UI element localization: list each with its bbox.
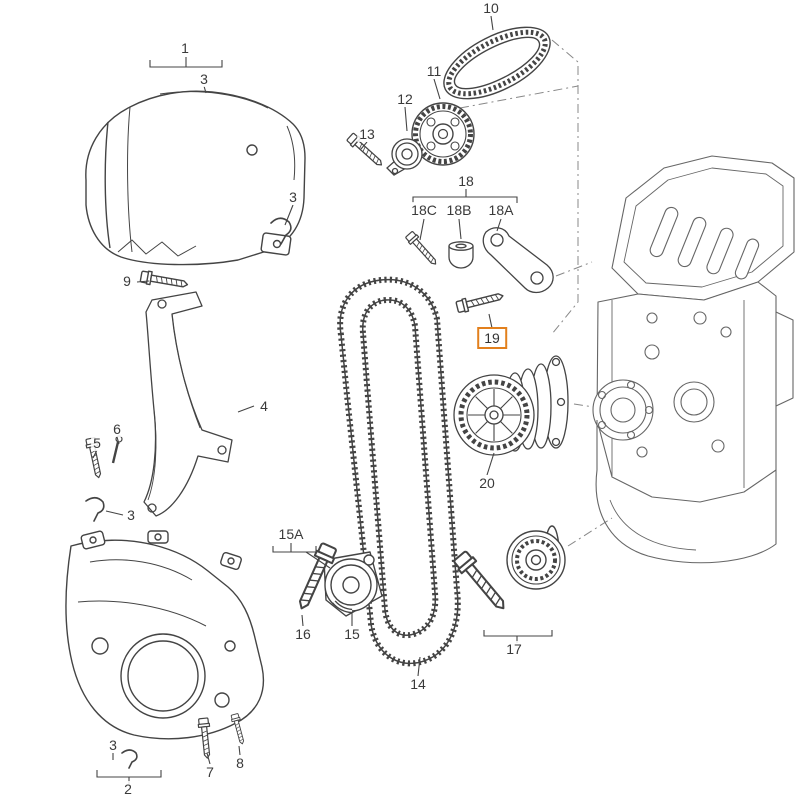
callout-15A[interactable]: 15A xyxy=(276,526,306,542)
water-pump xyxy=(453,355,569,456)
valve-cover-slots xyxy=(649,206,760,280)
callout-14[interactable]: 14 xyxy=(408,676,428,692)
upper-timing-cover xyxy=(85,90,306,266)
bracket-15a xyxy=(272,543,331,569)
callout-19[interactable]: 19 xyxy=(477,327,507,349)
callout-20[interactable]: 20 xyxy=(477,475,497,491)
callout-15[interactable]: 15 xyxy=(342,626,362,642)
callout-17[interactable]: 17 xyxy=(504,641,524,657)
callout-9[interactable]: 9 xyxy=(121,273,133,289)
water-pump-mounting-flange xyxy=(592,379,654,441)
callout-10[interactable]: 10 xyxy=(481,0,501,16)
bracket-1 xyxy=(149,57,223,68)
callout-6[interactable]: 6 xyxy=(111,421,123,437)
tensioner-roller xyxy=(448,241,474,269)
idler-pulley xyxy=(506,525,566,590)
bracket-18 xyxy=(412,189,518,203)
callout-12[interactable]: 12 xyxy=(395,91,415,107)
callout-13[interactable]: 13 xyxy=(357,126,377,142)
lower-timing-cover xyxy=(65,530,265,740)
callout-3a[interactable]: 3 xyxy=(198,71,210,87)
rear-timing-bracket xyxy=(143,291,233,517)
engine-block xyxy=(592,155,795,564)
callout-3b[interactable]: 3 xyxy=(287,189,299,205)
retaining-clips xyxy=(85,217,292,769)
callout-3c[interactable]: 3 xyxy=(125,507,137,523)
belt-tensioner xyxy=(323,551,383,617)
callout-18C[interactable]: 18C xyxy=(409,202,439,218)
callout-7[interactable]: 7 xyxy=(204,764,216,780)
callout-5[interactable]: 5 xyxy=(91,435,103,451)
callout-4[interactable]: 4 xyxy=(258,398,270,414)
pump-pulley-spokes xyxy=(468,389,520,441)
tensioner-pulley xyxy=(386,138,423,176)
callout-18[interactable]: 18 xyxy=(456,173,476,189)
callout-16[interactable]: 16 xyxy=(293,626,313,642)
callout-3d[interactable]: 3 xyxy=(107,737,119,753)
timing-belt-small xyxy=(443,26,551,100)
callout-2[interactable]: 2 xyxy=(122,781,134,797)
callout-18B[interactable]: 18B xyxy=(444,202,474,218)
callout-11[interactable]: 11 xyxy=(424,63,444,79)
callout-18A[interactable]: 18A xyxy=(486,202,516,218)
callout-1[interactable]: 1 xyxy=(179,40,191,56)
callout-8[interactable]: 8 xyxy=(234,755,246,771)
camshaft-sprocket xyxy=(411,102,475,166)
tensioner-lever xyxy=(482,227,554,294)
